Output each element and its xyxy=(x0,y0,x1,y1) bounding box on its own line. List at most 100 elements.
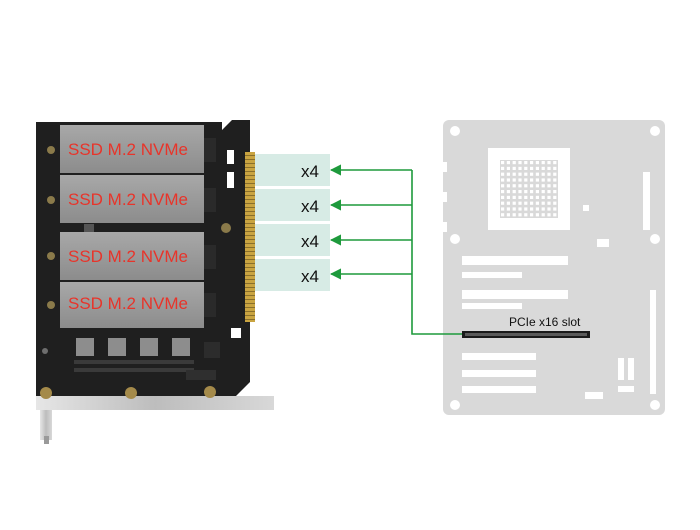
finger-separator xyxy=(245,235,255,236)
socket-pin xyxy=(518,195,522,199)
lane-box xyxy=(255,224,330,256)
socket-pin xyxy=(541,184,545,188)
expansion-card: SSD M.2 NVMe SSD M.2 NVMe SSD M.2 NVMe S… xyxy=(36,120,274,444)
socket-pin xyxy=(547,207,551,211)
finger-separator xyxy=(245,275,255,276)
gold-fingers xyxy=(245,152,255,322)
pcie-slot-label: PCIe x16 slot xyxy=(509,315,581,329)
finger-separator xyxy=(245,223,255,224)
inductor xyxy=(140,338,158,356)
ram-slot xyxy=(650,290,656,394)
finger-separator xyxy=(245,259,255,260)
socket-pin xyxy=(541,161,545,165)
mounting-hole xyxy=(450,234,460,244)
socket-pin xyxy=(501,161,505,165)
socket-pin xyxy=(524,166,528,170)
io-cutout xyxy=(437,222,447,232)
finger-separator xyxy=(245,167,255,168)
finger-separator xyxy=(245,227,255,228)
finger-separator xyxy=(245,191,255,192)
socket-pin xyxy=(530,178,534,182)
inductor xyxy=(172,338,190,356)
finger-separator xyxy=(245,183,255,184)
socket-pin xyxy=(530,161,534,165)
motherboard: PCIe x16 slot xyxy=(437,120,665,415)
ssd-module: SSD M.2 NVMe xyxy=(47,232,216,280)
socket-pin xyxy=(535,201,539,205)
finger-separator xyxy=(245,307,255,308)
socket-pin xyxy=(506,161,510,165)
socket-pin xyxy=(518,184,522,188)
chip xyxy=(597,239,609,247)
socket-pin xyxy=(512,178,516,182)
io-cutout xyxy=(437,192,447,202)
expansion-slot xyxy=(462,386,536,393)
socket-pin xyxy=(530,201,534,205)
socket-pin xyxy=(512,207,516,211)
finger-separator xyxy=(245,243,255,244)
finger-separator xyxy=(245,291,255,292)
expansion-slot xyxy=(462,353,536,360)
socket-pin xyxy=(535,190,539,194)
connector xyxy=(628,358,634,380)
expansion-slot xyxy=(462,290,568,299)
finger-separator xyxy=(245,295,255,296)
expansion-slot xyxy=(462,303,522,309)
socket-pin xyxy=(553,178,557,182)
socket-pin xyxy=(530,172,534,176)
finger-separator xyxy=(245,315,255,316)
finger-separator xyxy=(245,203,255,204)
socket-pin xyxy=(535,207,539,211)
socket-pin xyxy=(501,166,505,170)
socket-pin xyxy=(524,172,528,176)
lane-label: x4 xyxy=(301,197,319,216)
inductor xyxy=(76,338,94,356)
socket-pin xyxy=(547,161,551,165)
ssd-module: SSD M.2 NVMe xyxy=(47,175,216,223)
screw xyxy=(204,386,216,398)
socket-pin xyxy=(512,195,516,199)
expansion-slot xyxy=(585,392,603,399)
mounting-hole xyxy=(650,234,660,244)
socket-pin xyxy=(524,161,528,165)
finger-separator xyxy=(245,195,255,196)
socket-pin xyxy=(541,213,545,217)
finger-separator xyxy=(245,211,255,212)
finger-separator xyxy=(245,287,255,288)
socket-pin xyxy=(501,190,505,194)
trunk-line xyxy=(411,170,462,335)
finger-separator xyxy=(245,263,255,264)
finger-separator xyxy=(245,271,255,272)
connector xyxy=(618,358,624,380)
socket-pin xyxy=(535,184,539,188)
connector xyxy=(618,386,634,392)
mounting-hole xyxy=(650,400,660,410)
socket-pin xyxy=(506,207,510,211)
socket-pin xyxy=(535,195,539,199)
socket-pin xyxy=(501,172,505,176)
socket-pin xyxy=(535,213,539,217)
socket-pin xyxy=(518,201,522,205)
socket-pin xyxy=(506,166,510,170)
socket-pin xyxy=(553,172,557,176)
ram-slot xyxy=(643,172,650,230)
finger-separator xyxy=(245,159,255,160)
ssd-label: SSD M.2 NVMe xyxy=(68,247,188,266)
screw xyxy=(125,387,137,399)
socket-pin xyxy=(553,166,557,170)
socket-pin xyxy=(512,190,516,194)
socket-pin xyxy=(547,190,551,194)
finger-separator xyxy=(245,247,255,248)
finger-separator xyxy=(245,199,255,200)
socket-pin xyxy=(535,172,539,176)
socket-pin xyxy=(512,201,516,205)
socket-pin xyxy=(530,213,534,217)
socket-pin xyxy=(501,213,505,217)
finger-separator xyxy=(245,175,255,176)
socket-pin xyxy=(506,213,510,217)
socket-pin xyxy=(547,213,551,217)
ssd-label: SSD M.2 NVMe xyxy=(68,140,188,159)
mounting-bracket xyxy=(36,396,274,444)
socket-pin xyxy=(535,178,539,182)
